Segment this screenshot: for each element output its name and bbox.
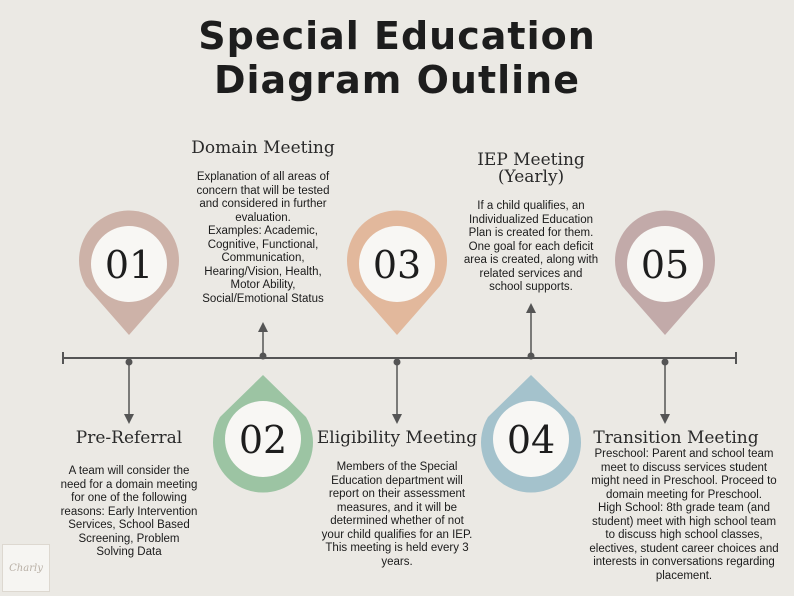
step-05-desc-line: Preschool: Parent and school team (594, 448, 774, 460)
title-line-2: Diagram Outline (213, 58, 581, 102)
title-line-1: Special Education (198, 14, 596, 58)
step-01-desc-line: Solving Data (96, 546, 162, 558)
step-05-desc-line: domain meeting for Preschool. (606, 488, 762, 501)
timeline-axis (62, 352, 737, 364)
step-02-desc-line: Communication, (221, 252, 305, 264)
step-04-heading-line: (Yearly) (497, 167, 565, 187)
step-03-heading: Eligibility Meeting (316, 428, 478, 448)
step-02-desc-line: Motor Ability, (230, 279, 296, 291)
step-03-desc-line: years. (381, 555, 413, 568)
watermark-logo: Charly (2, 544, 50, 592)
step-04-desc-line: related services and (479, 267, 583, 280)
step-01-desc-line: need for a domain meeting (60, 478, 198, 491)
step-05-desc-line: placement. (655, 569, 713, 582)
step-05-desc-line: student) meet with high school team (591, 515, 777, 528)
step-01-desc-line: Screening, Problem (78, 532, 180, 545)
connector-step-05 (660, 358, 670, 424)
step-02-desc-line: and considered in further (199, 198, 327, 210)
step-02-desc-line: Explanation of all areas of (196, 171, 330, 183)
step-03-marker: 03 (347, 210, 448, 335)
step-03-desc-line: your child qualifies for an IEP. (321, 528, 473, 541)
step-04-marker: 04 (481, 375, 581, 493)
step-01-desc-line: for one of the following (71, 492, 187, 504)
step-05-heading: Transition Meeting (593, 428, 759, 448)
step-04-desc-line: Plan is created for them. (468, 227, 594, 239)
connector-step-04 (526, 303, 536, 360)
step-03-number: 03 (373, 243, 421, 287)
step-04-description: If a child qualifies, an Individualized … (443, 200, 619, 295)
step-02-marker: 02 (213, 375, 314, 493)
step-04-heading: IEP Meeting (Yearly) (451, 152, 611, 186)
step-02-description: Explanation of all areas of concern that… (178, 171, 348, 306)
step-02-desc-line: Examples: Academic, (208, 225, 318, 237)
step-01-desc-line: reasons: Early Intervention (60, 505, 198, 518)
step-05-description: Preschool: Parent and school team meet t… (578, 448, 790, 583)
step-03-description: Members of the Special Education departm… (312, 461, 482, 569)
step-02-desc-line: evaluation. (235, 211, 291, 224)
connector-step-03 (392, 358, 402, 424)
step-01-desc-line: Services, School Based (68, 519, 190, 531)
step-03-desc-line: measures, and it will be (336, 501, 458, 514)
step-05-desc-line: to discuss high school classes, (605, 529, 763, 541)
step-04-desc-line: If a child qualifies, an (477, 200, 585, 212)
page-title: Special Education Diagram Outline (0, 14, 794, 102)
step-05-desc-line: might need in Preschool. Proceed to (591, 475, 777, 487)
step-01-number: 01 (105, 243, 153, 287)
step-03-desc-line: This meeting is held every 3 (325, 542, 469, 554)
step-01-desc-line: A team will consider the (68, 465, 190, 477)
step-03-desc-line: report on their assessment (328, 488, 466, 500)
step-02-desc-line: Hearing/Vision, Health, (204, 265, 322, 278)
step-02-desc-line: Cognitive, Functional, (207, 238, 319, 251)
step-01-marker: 01 (79, 210, 180, 335)
step-05-desc-line: High School: 8th grade team (and (598, 502, 770, 514)
step-05-marker: 05 (614, 210, 715, 335)
step-01-description: A team will consider the need for a doma… (44, 465, 214, 560)
step-02-desc-line: concern that will be tested (196, 184, 330, 197)
step-02-desc-line: Social/Emotional Status (202, 292, 324, 305)
step-04-heading-line: IEP Meeting (477, 150, 585, 170)
step-04-desc-line: One goal for each deficit (468, 240, 594, 253)
step-05-number: 05 (641, 243, 689, 287)
step-02-heading: Domain Meeting (191, 138, 335, 158)
step-05-desc-line: electives, student career choices and (589, 542, 779, 555)
step-04-number: 04 (507, 418, 555, 462)
connector-step-01 (124, 358, 134, 424)
step-04-desc-line: Individualized Education (468, 213, 594, 226)
step-04-desc-line: area is created, along with (463, 254, 599, 266)
step-01-heading: Pre-Referral (75, 428, 183, 448)
step-03-desc-line: Members of the Special (336, 461, 458, 473)
watermark-text: Charly (9, 562, 43, 574)
step-02-number: 02 (239, 418, 287, 462)
step-04-desc-line: school supports. (489, 281, 573, 293)
connector-step-02 (258, 322, 268, 360)
step-03-desc-line: Education department will (331, 474, 463, 487)
step-03-desc-line: determined whether of not (330, 515, 464, 527)
step-05-desc-line: meet to discuss services student (600, 461, 768, 474)
step-05-desc-line: interests in conversations regarding (593, 556, 775, 568)
